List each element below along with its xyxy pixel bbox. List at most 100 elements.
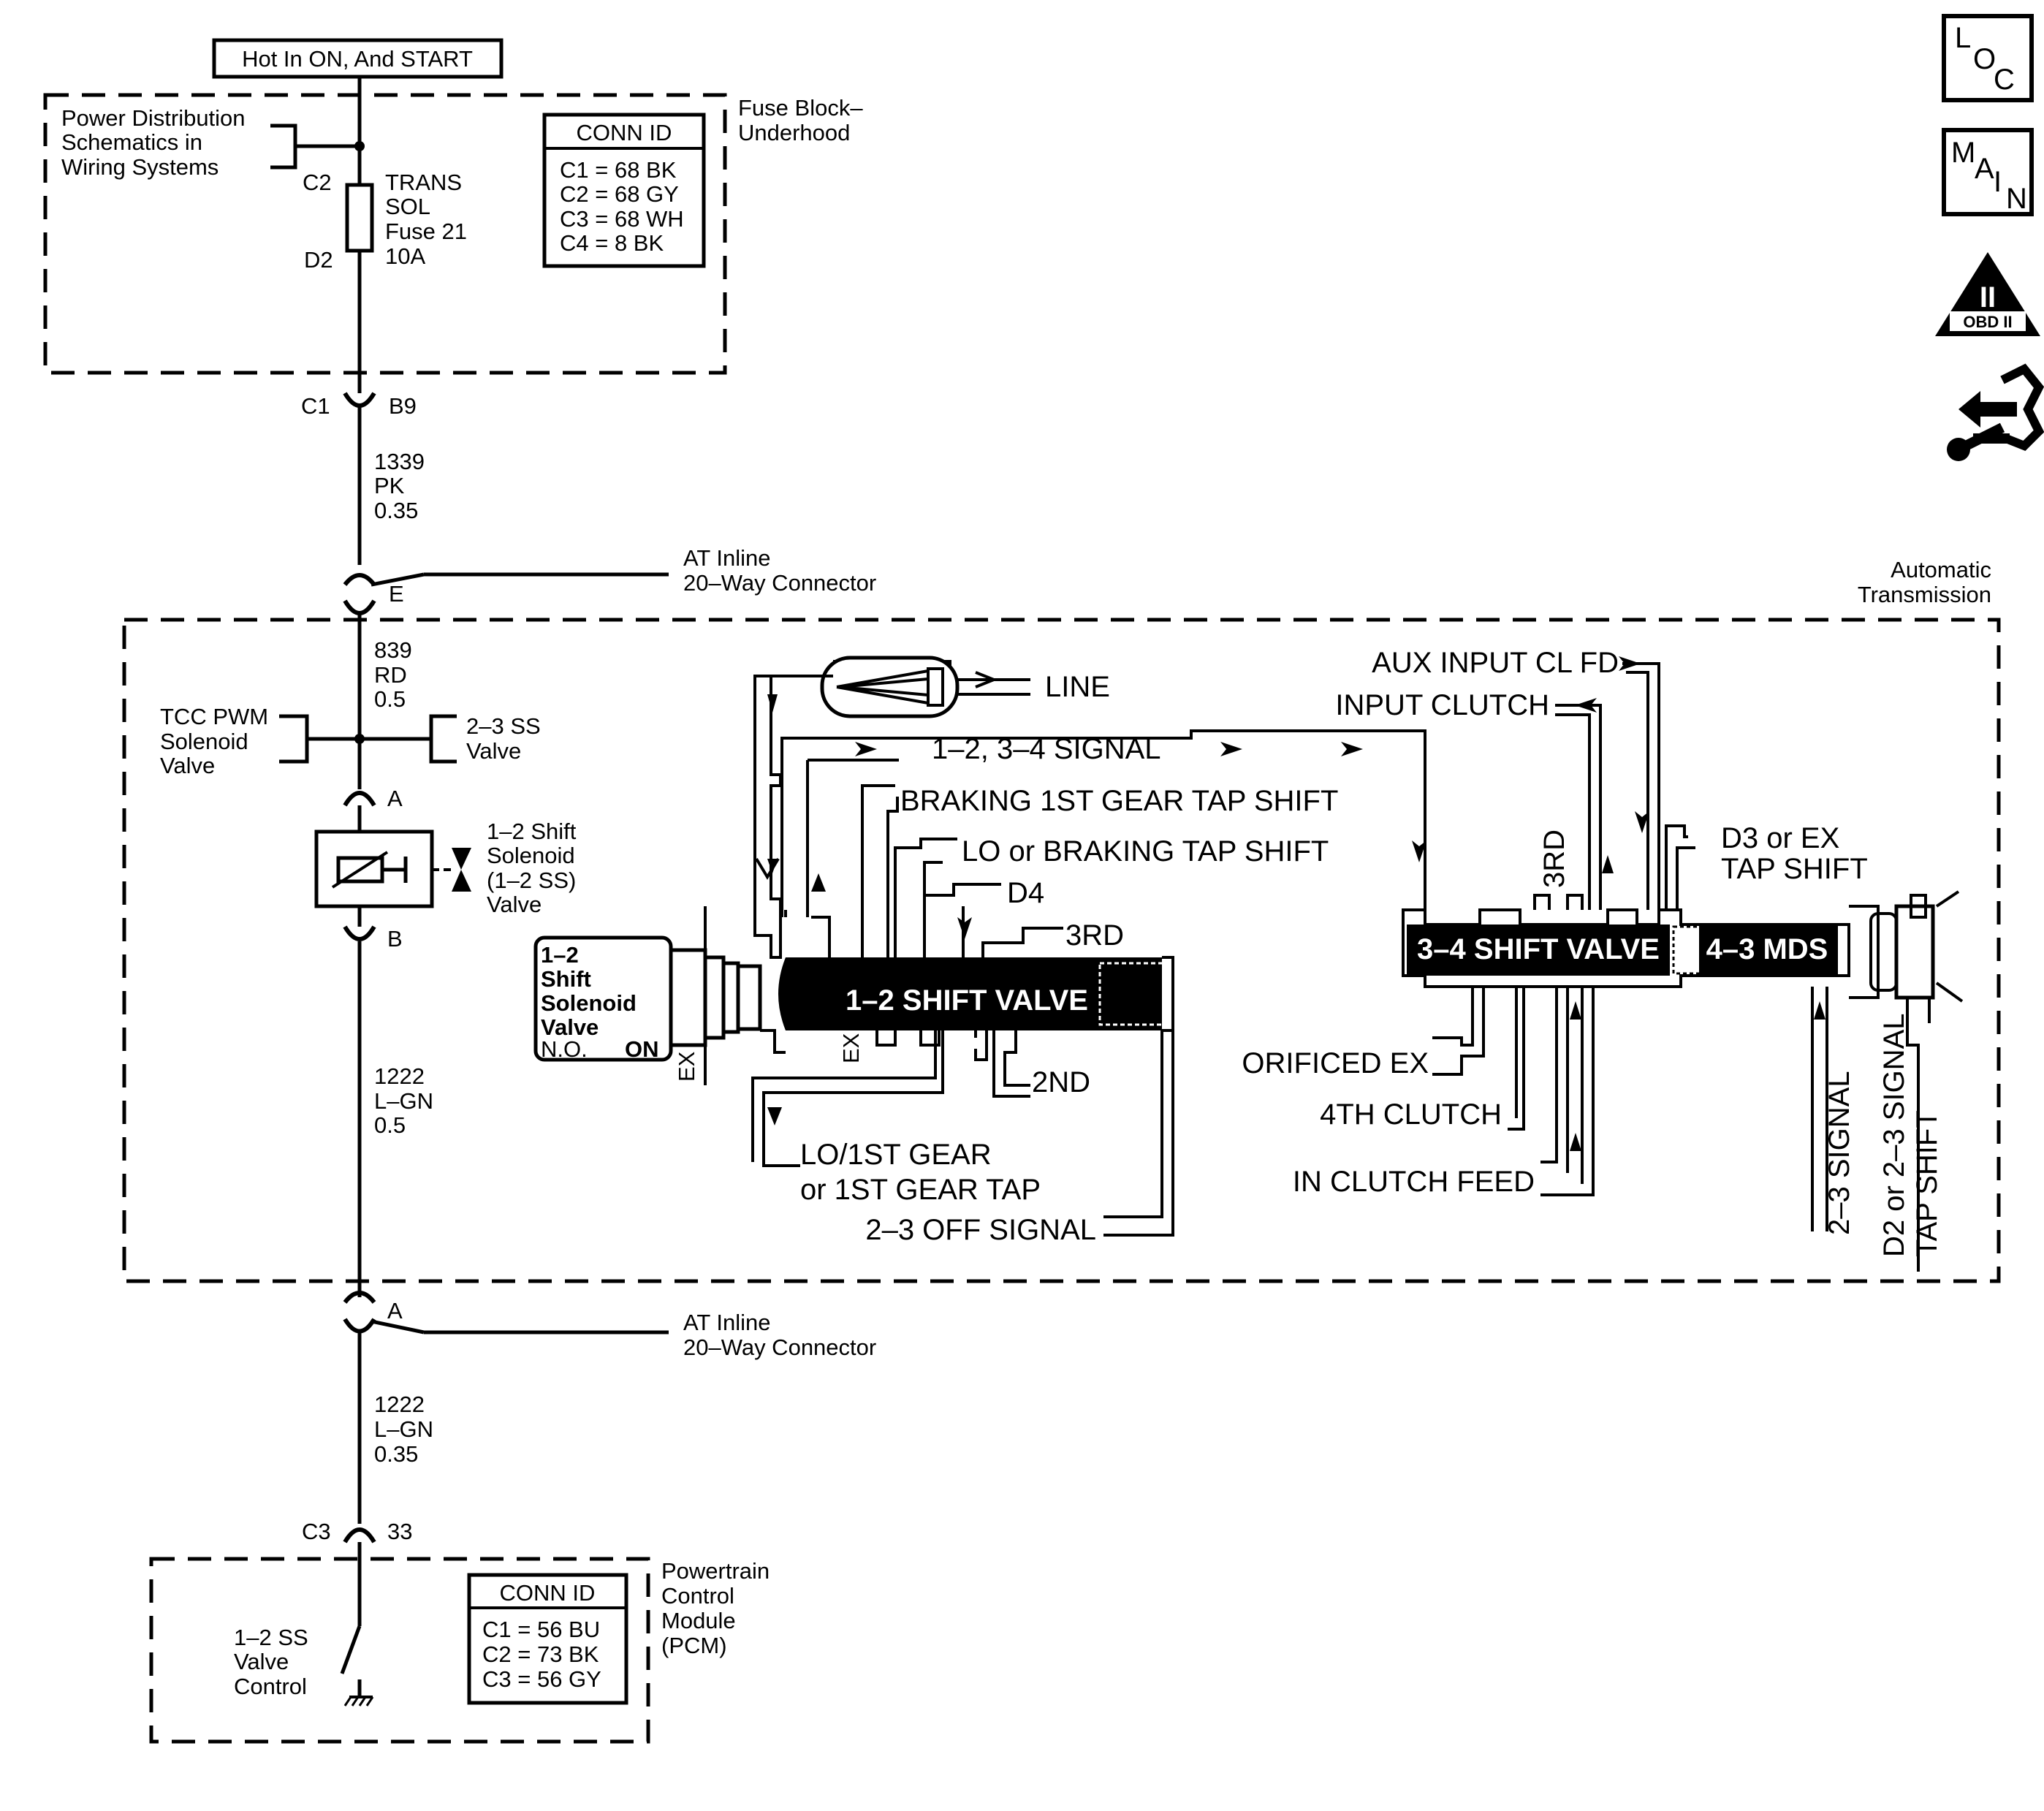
conn-id-row: C1 = 68 BK [560,157,677,183]
pcm-control-label: Control [234,1674,307,1699]
exhaust-label: EX [838,1033,864,1063]
svg-text:N: N [2006,183,2027,215]
signal-23-label: 2–3 SIGNAL [1823,1071,1855,1235]
fuse-label: 10A [385,243,425,269]
d4-label: D4 [1007,877,1044,909]
valve-box-label: Solenoid [541,990,637,1016]
transmission-title: Transmission [1858,582,1991,607]
flow-arrow-icon [975,671,998,688]
wire-1339-circuit: 1339 [374,449,425,474]
pcm-title: Module [661,1608,736,1633]
shift-valve-12 [778,957,1162,1030]
conn-id-title: CONN ID [577,120,672,145]
svg-text:A: A [1975,153,1994,185]
connector-b-label: B [387,926,403,952]
wire-1222-color: L–GN [374,1416,433,1442]
connector-d2-label: D2 [304,247,333,273]
shift-solenoid-coil [314,829,434,908]
fuse-block-boundary [43,93,727,375]
braking-1st-label: BRAKING 1ST GEAR TAP SHIFT [900,785,1338,817]
input-clutch-label: INPUT CLUTCH [1335,689,1549,721]
lo1st-label: or 1ST GEAR TAP [800,1174,1041,1206]
fuse-label: Fuse 21 [385,219,467,244]
off-signal-label: 2–3 OFF SIGNAL [865,1214,1096,1246]
svg-text:O: O [1973,43,1996,75]
connector-b9-label: B9 [389,393,417,419]
valve-box-label: Shift [541,966,591,992]
line-label: LINE [1045,671,1110,703]
d2-tap-label: D2 or 2–3 SIGNAL [1878,1014,1910,1258]
fuse-label: TRANS [385,170,462,195]
d3-tap-label: TAP SHIFT [1721,853,1868,885]
solenoid-label: 1–2 Shift [487,819,577,844]
tcc-bracket [279,714,309,764]
d3-tap-label: D3 or EX [1721,822,1839,854]
wire-839-circuit: 839 [374,637,412,663]
solenoid-valve-box [533,935,673,1062]
inline-connector-label: 20–Way Connector [683,570,876,596]
pcm-title: Powertrain [661,1558,770,1584]
connector-c3-label: C3 [302,1519,331,1544]
inline-connector-label: 20–Way Connector [683,1334,876,1360]
pcm-title: (PCM) [661,1633,727,1658]
loc-icon[interactable]: L O C [1942,14,2034,102]
tcc-label: Solenoid [160,729,248,754]
ss23-label: 2–3 SS [466,713,541,739]
pcm-conn-id-table [467,1573,628,1705]
in-clutch-feed-label: IN CLUTCH FEED [1293,1166,1535,1198]
flow-arrow-icon [811,873,826,892]
wire-839-gauge: 0.5 [374,686,406,712]
inline-connector-label: AT Inline [683,545,770,571]
signal-1234-label: 1–2, 3–4 SIGNAL [932,733,1161,765]
tcc-label: Valve [160,753,215,778]
wire-1222-circuit: 1222 [374,1392,425,1417]
valve-box-label: Valve [541,1014,599,1040]
svg-text:L: L [1955,22,1971,54]
inline-connector-top [343,573,376,586]
svg-text:I: I [1994,166,2002,198]
d2-tap-label: TAP SHIFT [1911,1110,1943,1257]
wire-1222-gauge: 0.35 [374,1441,418,1467]
shift-valve-12-label: 1–2 SHIFT VALVE [846,984,1088,1017]
connector-a-label: A [387,1298,403,1324]
obd-ii-icon[interactable]: II OBD II [1935,252,2040,336]
tools-navigation-icon[interactable] [1947,363,2044,461]
wire-1339-color: PK [374,473,405,498]
wire-1222-color: L–GN [374,1088,433,1114]
connector-33-label: 33 [387,1519,412,1544]
orificed-ex-label: ORIFICED EX [1242,1047,1429,1079]
connector-a [343,791,376,807]
main-icon[interactable]: M A I N [1942,128,2034,216]
third-gear-label: 3RD [1065,919,1124,952]
connector-a-label: A [387,786,403,811]
second-gear-label: 2ND [1032,1066,1090,1098]
fuse-block-title: Underhood [738,120,850,145]
solenoid-label: Solenoid [487,843,575,868]
valve-symbol-icon [452,848,471,870]
power-dist-ref: Schematics in [61,129,202,155]
wire-1339-gauge: 0.35 [374,498,418,523]
connector-c3 [343,1527,376,1544]
svg-text:M: M [1951,137,1975,169]
connector-c1-label: C1 [301,393,330,419]
conn-id-row: C2 = 73 BK [482,1641,599,1667]
connector-e-label: E [389,581,404,607]
valve-box-label: 1–2 [541,942,579,968]
power-dist-ref: Wiring Systems [61,154,219,180]
svg-text:C: C [1994,64,2015,96]
power-source-label: Hot In ON, And START [242,46,473,72]
shift-valve-34-label: 3–4 SHIFT VALVE [1417,933,1660,965]
transmission-title: Automatic [1891,557,1991,582]
mds-valve [1699,925,1838,976]
wire-1222-gauge: 0.5 [374,1112,406,1138]
ss23-bracket [429,714,457,764]
inline-connector-label: AT Inline [683,1310,770,1335]
conn-id-row: C4 = 8 BK [560,230,664,256]
fuse-conn-id-table [542,113,706,268]
svg-text:OBD II: OBD II [1963,313,2012,331]
pcm-control-label: Valve [234,1649,289,1674]
fuse-label: SOL [385,194,430,219]
lo-braking-label: LO or BRAKING TAP SHIFT [962,835,1329,867]
4th-clutch-label: 4TH CLUTCH [1320,1098,1502,1131]
